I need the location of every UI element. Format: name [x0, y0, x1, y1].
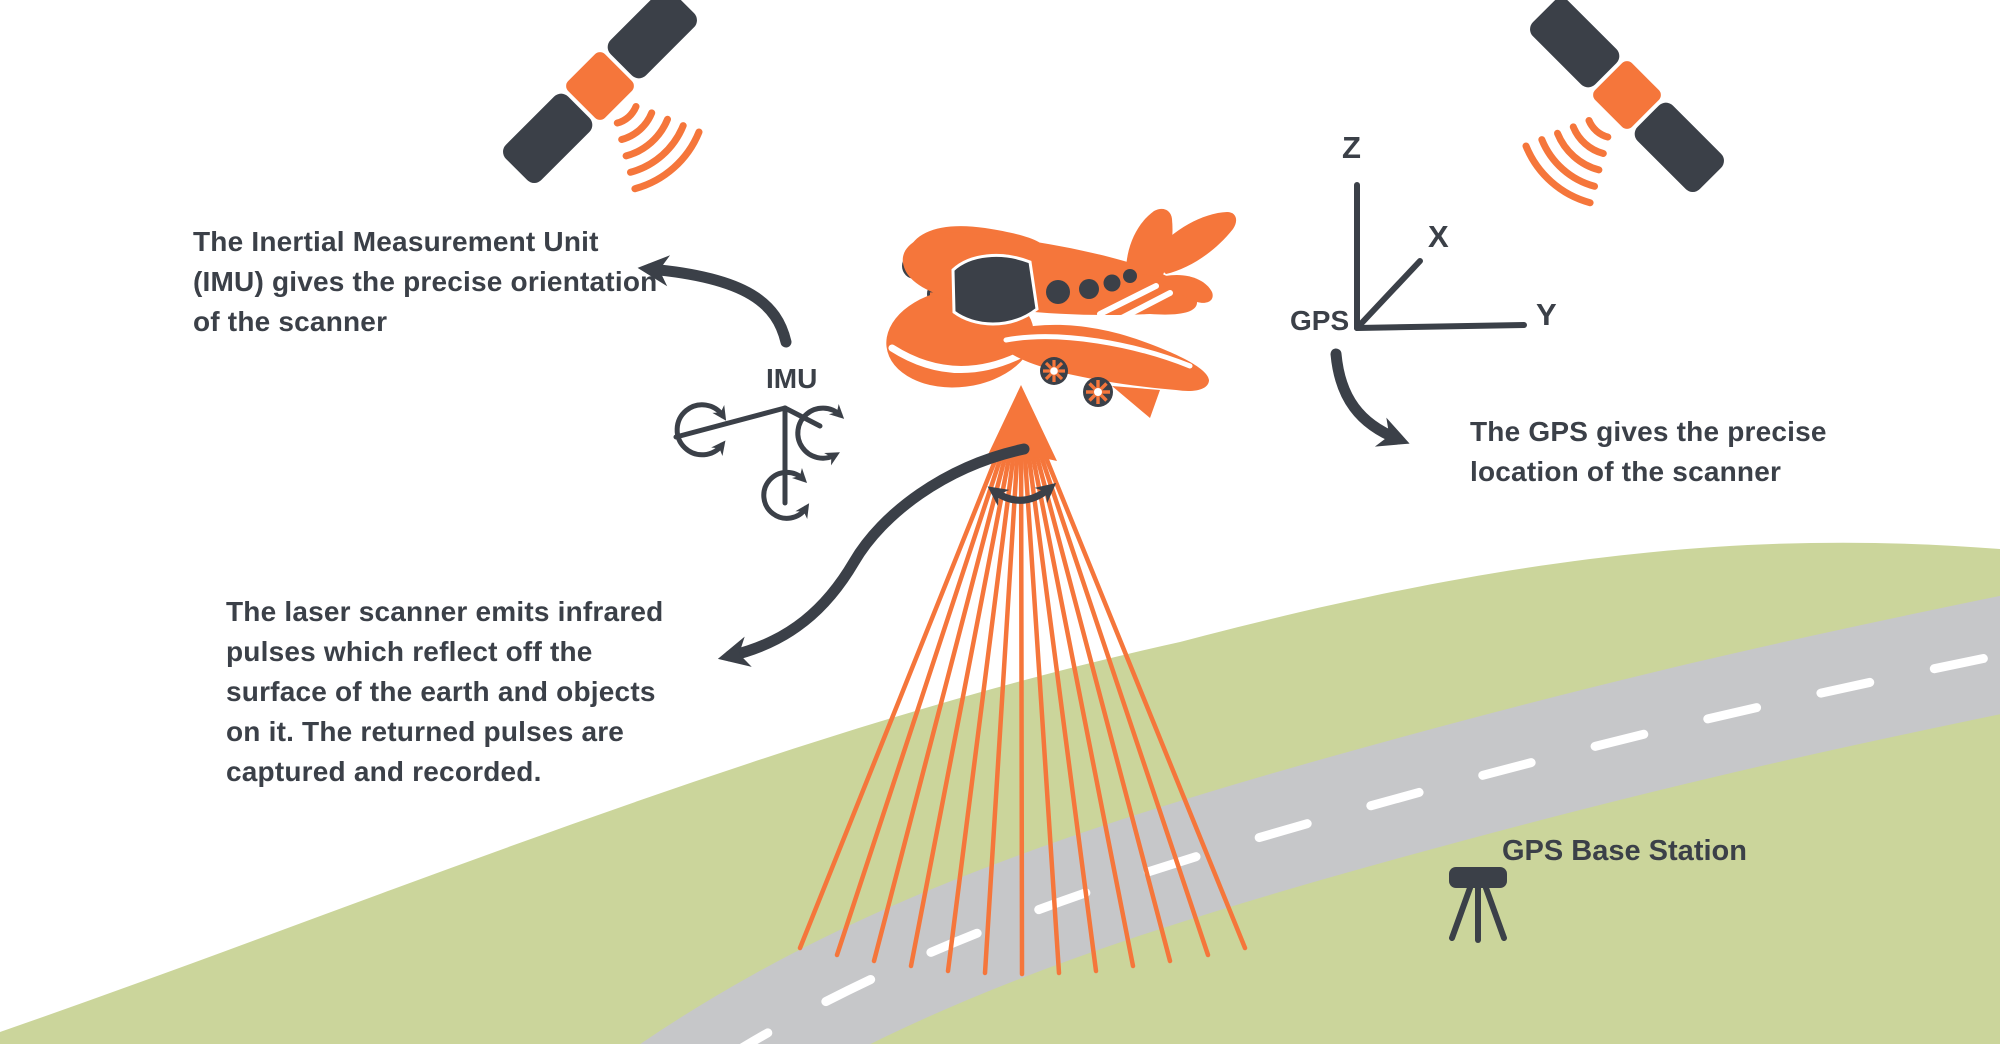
airplane-window [1046, 280, 1070, 304]
solar-panel [1634, 102, 1724, 192]
solar-panel [607, 0, 697, 79]
airplane-tail-fin [1148, 212, 1237, 274]
solar-panel [1530, 0, 1620, 88]
laser-note: The laser scanner emits infrared pulses … [226, 596, 664, 787]
airplane-lower-fin [1112, 386, 1160, 418]
signal-waves-icon [613, 103, 703, 193]
laser-cone-icon [985, 385, 1057, 461]
satellite-body [1593, 61, 1661, 129]
axis-x-line [1354, 258, 1423, 331]
laser-ray [1018, 393, 1248, 951]
scan-sweep-arrow-icon [987, 482, 1057, 506]
laser-ray [1018, 393, 1025, 977]
road [640, 595, 2000, 1044]
axis-y-line [1354, 322, 1527, 331]
gps-arrow-icon [1330, 348, 1410, 447]
laser-arrow-icon [717, 443, 1030, 667]
solar-panel [503, 93, 593, 183]
gps-origin-label: GPS [1290, 305, 1350, 336]
airplane-window [1079, 279, 1099, 299]
propeller-icon [1083, 377, 1113, 407]
imu-note: The Inertial Measurement Unit (IMU) give… [193, 226, 658, 337]
axis-z-label: Z [1342, 130, 1361, 165]
airplane-tail-stabilizer [1165, 274, 1213, 303]
tripod-head [1449, 867, 1507, 888]
axis-x-label: X [1428, 219, 1449, 254]
airplane-stripes [1097, 283, 1173, 325]
gps-axes-icon [1354, 182, 1527, 331]
airplane-window [1103, 274, 1121, 292]
imu-gyroscope-icon [673, 402, 845, 521]
satellite-left-icon [503, 0, 703, 193]
airplane-wing-stripe [1003, 334, 1193, 369]
airplane-windshield [951, 253, 1039, 326]
satellite-right-icon [1522, 0, 1724, 207]
airplane-front-wing [997, 324, 1209, 391]
road-dashed-line [739, 650, 2000, 1044]
gps-base-station-label: GPS Base Station [1502, 835, 1747, 867]
propeller-icon [1040, 357, 1068, 385]
airplane-icon [886, 208, 1237, 418]
imu-arrow-icon [637, 255, 792, 348]
gps-note: The GPS gives the precise location of th… [1470, 416, 1827, 487]
axis-y-label: Y [1536, 297, 1557, 332]
tripod-icon [1449, 867, 1507, 943]
imu-label: IMU [766, 363, 818, 394]
airplane-window [1123, 269, 1137, 283]
signal-waves-icon [1522, 117, 1612, 207]
laser-ray [797, 393, 1024, 951]
satellite-body [566, 52, 634, 120]
airplane-hull-stripe [888, 344, 1034, 373]
